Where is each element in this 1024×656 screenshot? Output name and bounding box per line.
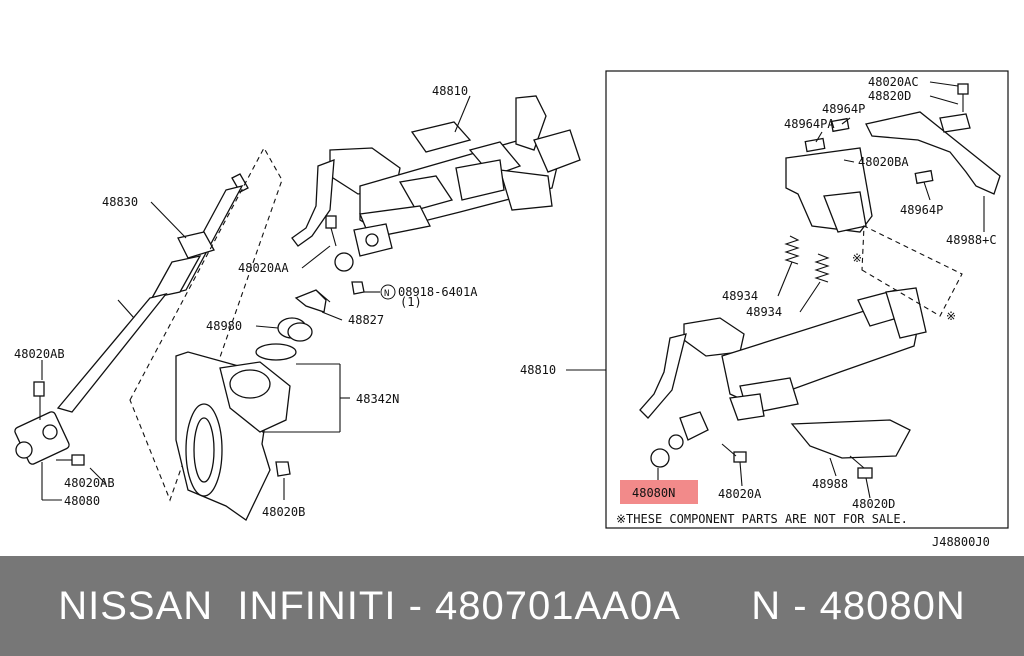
label-48934-lower: 48934 <box>746 305 782 319</box>
label-48810-top: 48810 <box>432 84 468 98</box>
label-48964P: 48964P <box>822 102 865 116</box>
label-48342N: 48342N <box>356 392 399 406</box>
inset-column <box>639 287 927 468</box>
part-number-text: NISSAN INFINITI - 480701AA0A N - 48080N <box>58 584 966 628</box>
label-48020AA: 48020AA <box>238 261 289 275</box>
steering-shaft <box>56 173 249 413</box>
inset-dashed-bracket <box>861 225 963 317</box>
inset-frame <box>605 70 1009 529</box>
label-48830: 48830 <box>102 195 138 209</box>
inset-springs <box>784 235 830 283</box>
inset-brackets <box>785 83 1001 233</box>
part-48080-left <box>14 381 85 466</box>
circled-n-symbol <box>380 284 396 300</box>
diagram-code: J48800J0 <box>932 535 990 549</box>
shaft-dashed-box <box>129 146 283 502</box>
diagram-svg: ※ ※ 48810 48830 48020AA N 08918-6401A (1… <box>14 70 1009 549</box>
label-48810-right: 48810 <box>520 363 556 377</box>
part-48342N <box>175 343 297 521</box>
label-48964PA: 48964PA <box>784 117 835 131</box>
label-48020A: 48020A <box>718 487 762 501</box>
part-48827 <box>294 289 331 313</box>
label-08918-qty: (1) <box>400 295 422 309</box>
asterisk-mark-2: ※ <box>946 309 956 323</box>
label-48020B: 48020B <box>262 505 305 519</box>
column-48810-top <box>291 95 581 295</box>
label-48988C: 48988+C <box>946 233 997 247</box>
label-48934-upper: 48934 <box>722 289 758 303</box>
label-48020BA: 48020BA <box>858 155 909 169</box>
label-48827: 48827 <box>348 313 384 327</box>
label-48020D: 48020D <box>852 497 895 511</box>
label-circled-n: N <box>384 289 389 299</box>
part-number-banner: NISSAN INFINITI - 480701AA0A N - 48080N <box>0 556 1024 656</box>
not-for-sale-note: ※THESE COMPONENT PARTS ARE NOT FOR SALE. <box>616 512 908 526</box>
asterisk-mark-1: ※ <box>852 251 862 265</box>
label-48020AC: 48020AC <box>868 75 919 89</box>
label-48980: 48980 <box>206 319 242 333</box>
label-48964P-lower: 48964P <box>900 203 943 217</box>
inset-48988 <box>790 419 911 479</box>
label-48080: 48080 <box>64 494 100 508</box>
parts-diagram: ※ ※ 48810 48830 48020AA N 08918-6401A (1… <box>14 70 1009 549</box>
label-48020AB-lower: 48020AB <box>64 476 115 490</box>
label-08918-6401A: 08918-6401A <box>398 285 478 299</box>
label-48020AB-upper: 48020AB <box>14 347 65 361</box>
label-48988: 48988 <box>812 477 848 491</box>
label-48080N: 48080N <box>632 486 675 500</box>
part-48980 <box>277 317 313 342</box>
label-48820D: 48820D <box>868 89 911 103</box>
leader-lines <box>41 81 985 501</box>
highlight-48080N <box>620 480 698 504</box>
